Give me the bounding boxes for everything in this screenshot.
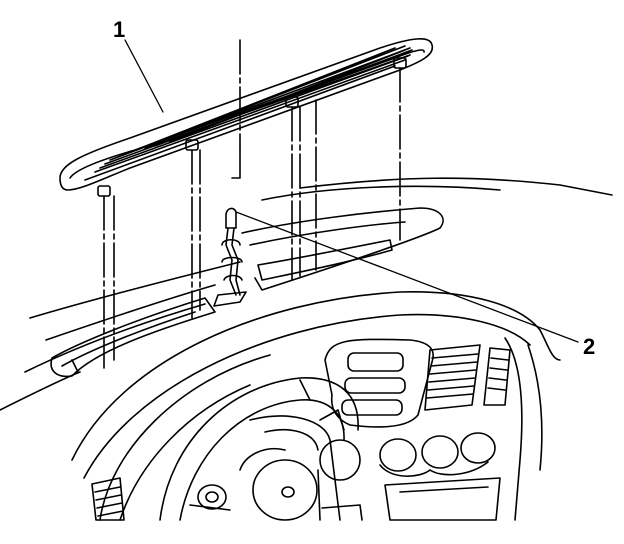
callout-1-label: 1 [113,17,126,42]
left-vents [91,477,125,521]
steering-wheel [159,377,359,521]
callout-2-label: 2 [583,334,596,359]
electrical-connector [213,207,247,307]
connector-guide [231,149,241,179]
leader-lines [124,39,579,343]
dash-top-surface [0,177,613,411]
dash-openings [50,207,444,378]
alignment-lines [103,39,401,369]
stop-lamp-assembly [59,38,434,197]
instrument-hood [71,291,561,521]
center-stack [317,338,511,521]
